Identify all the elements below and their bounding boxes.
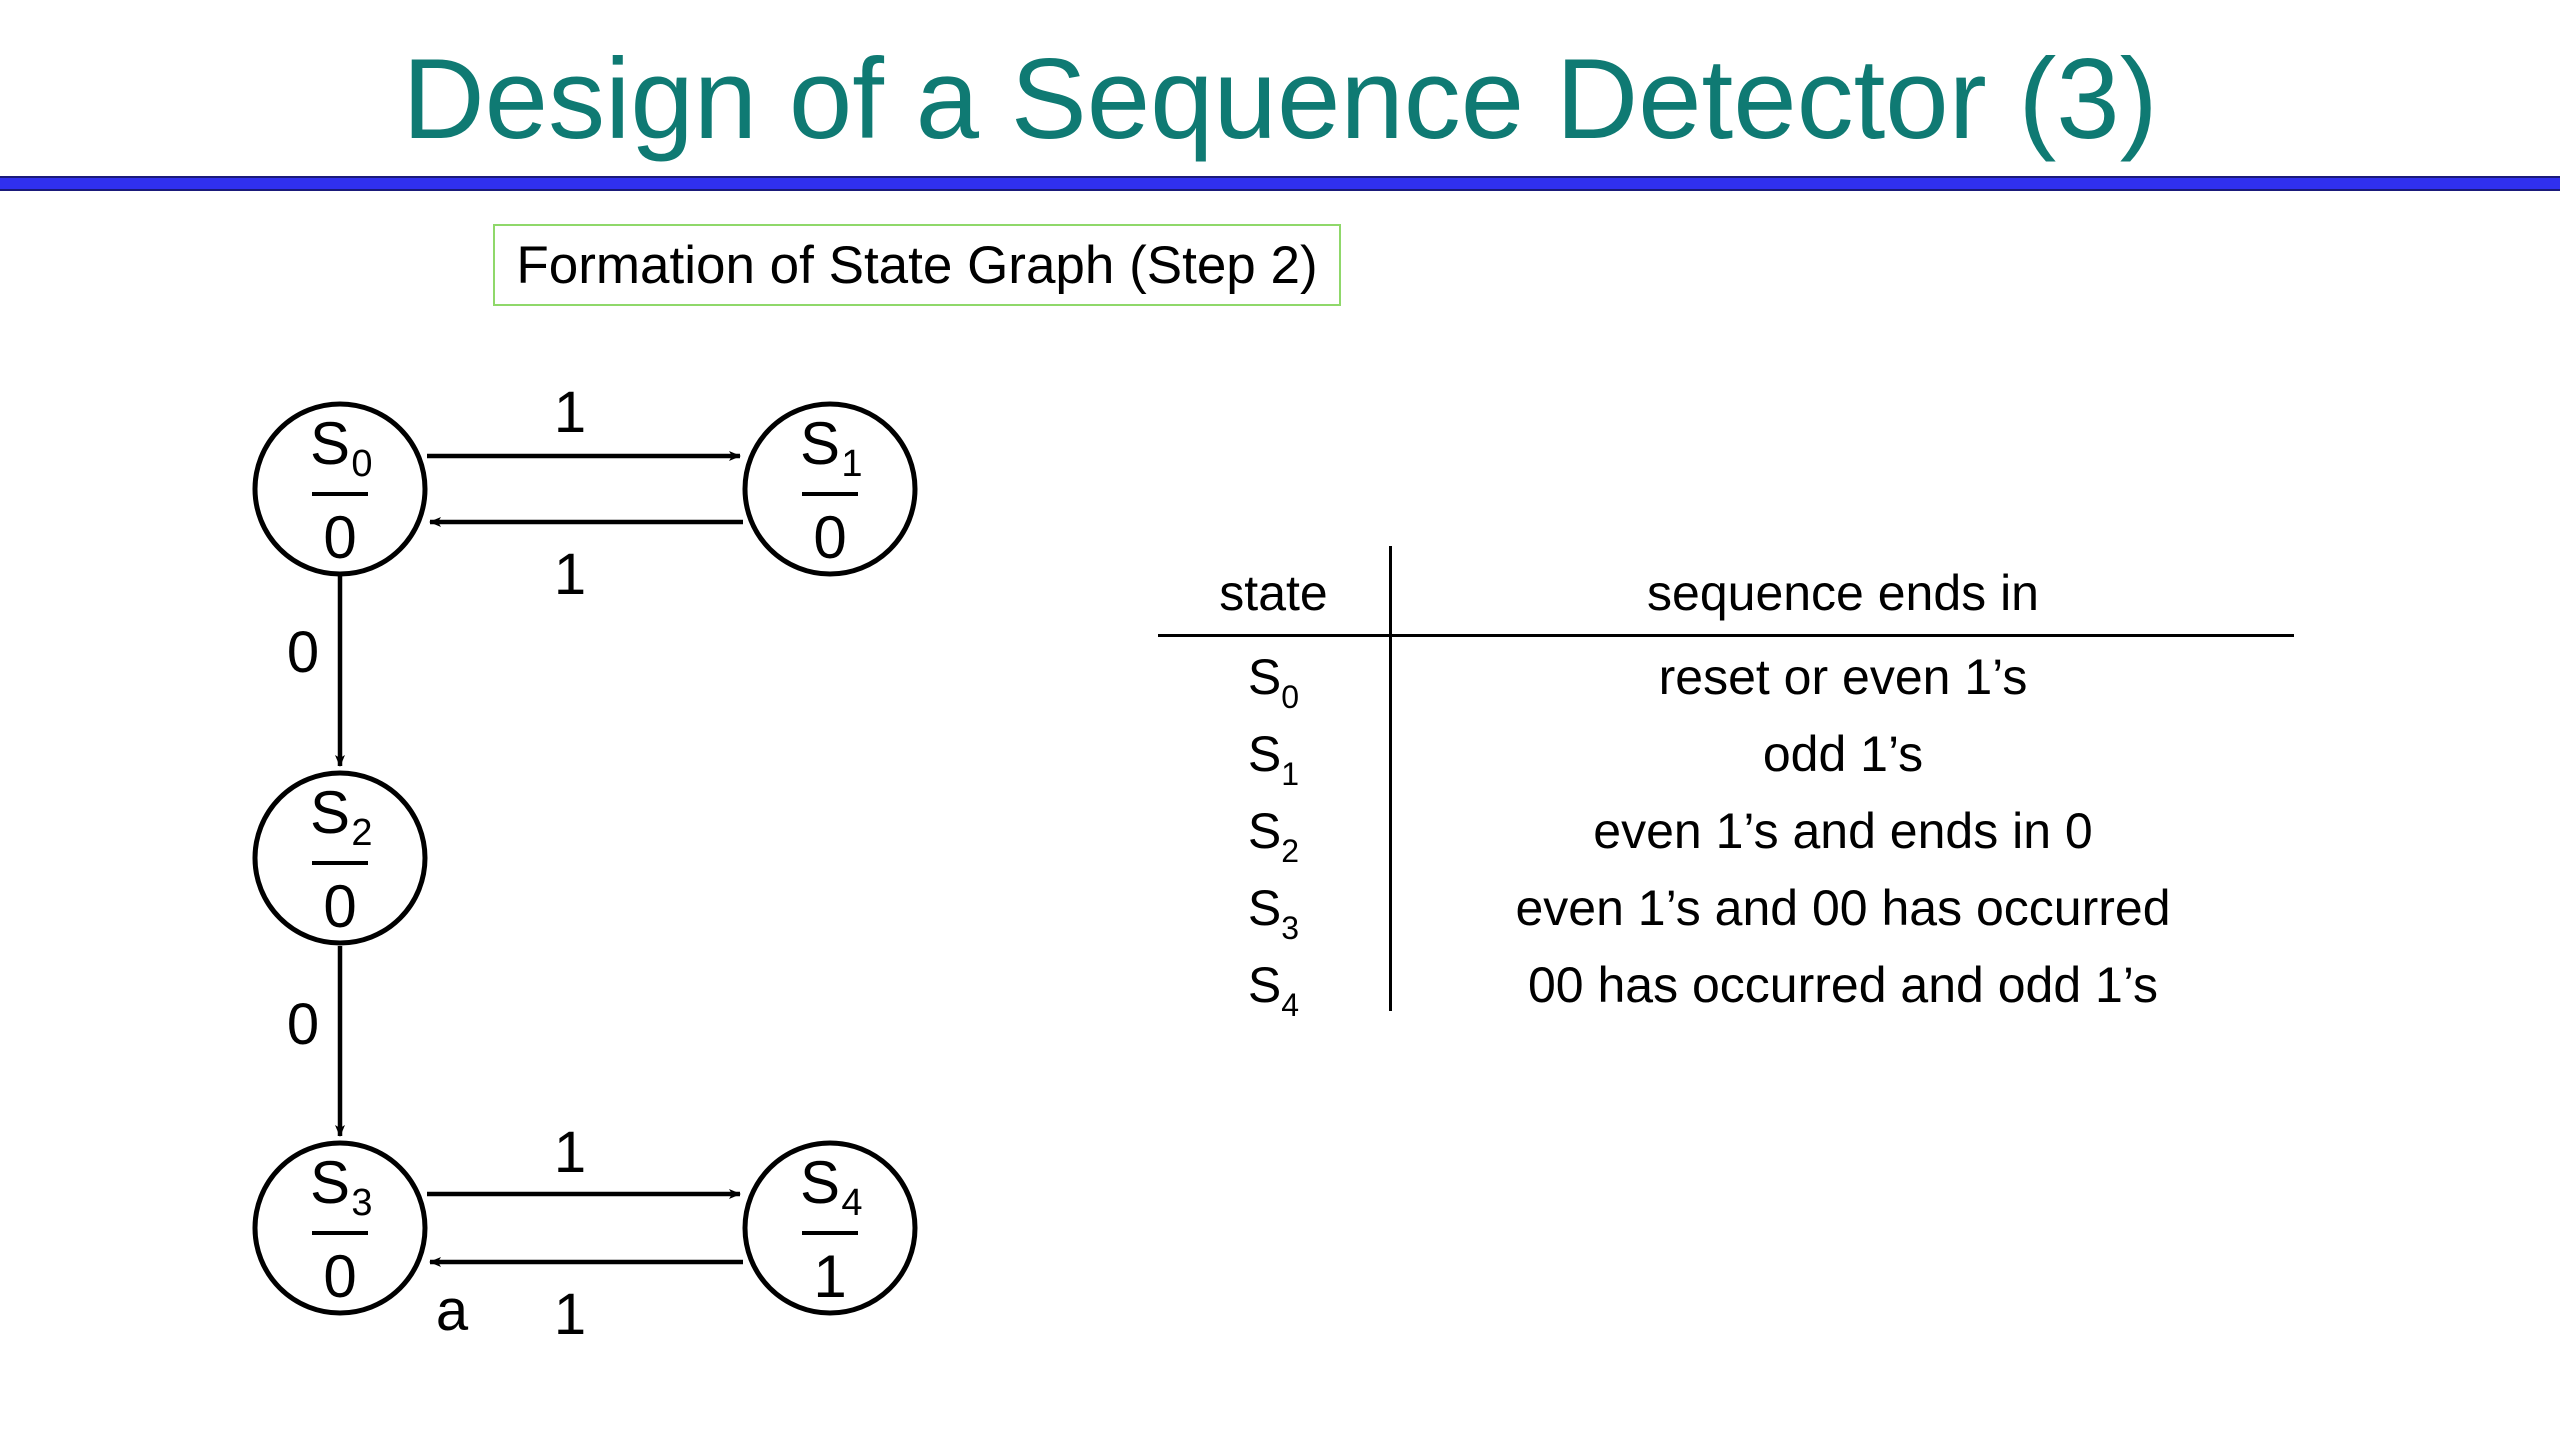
step-label: Formation of State Graph (Step 2) <box>516 235 1318 295</box>
state-subscript: 2 <box>351 812 372 854</box>
state-subscript: 1 <box>1281 756 1300 792</box>
state-subscript: 0 <box>1281 679 1300 715</box>
table-row: S3 even 1’s and 00 has occurred <box>1158 868 2294 946</box>
state-subscript: 4 <box>1281 987 1300 1023</box>
state-subscript: 4 <box>841 1182 862 1224</box>
table-row: S4 00 has occurred and odd 1’s <box>1158 945 2294 1023</box>
state-name: S <box>310 410 350 477</box>
description-cell: reset or even 1’s <box>1658 649 2028 705</box>
state-name: S <box>800 1149 840 1216</box>
table-row: S2 even 1’s and ends in 0 <box>1158 791 2294 869</box>
transition-label: 1 <box>554 380 586 445</box>
state-node-s2: S 2 0 <box>252 770 428 946</box>
state-subscript: 1 <box>841 443 862 485</box>
transition-label: 1 <box>554 1120 586 1185</box>
state-cell: S0 <box>1158 637 1392 715</box>
state-node-s0: S 0 0 <box>252 401 428 577</box>
state-subscript: 3 <box>351 1182 372 1224</box>
description-cell: even 1’s and ends in 0 <box>1593 803 2093 859</box>
transition-s1-s0: 1 <box>429 517 743 607</box>
transition-s3-s4: 1 <box>427 1120 741 1199</box>
description-cell: odd 1’s <box>1762 726 1924 782</box>
state-meaning-table: state sequence ends in S0 reset or even … <box>1158 546 2294 1023</box>
state-cell: S4 <box>1158 945 1392 1023</box>
description-cell: even 1’s and 00 has occurred <box>1515 880 2171 936</box>
state-cell: S3 <box>1158 868 1392 946</box>
state-name: S <box>310 779 350 846</box>
header-sequence: sequence ends in <box>1647 565 2039 621</box>
transition-label: 0 <box>287 620 319 685</box>
state-output: 1 <box>813 1243 846 1310</box>
header-state: state <box>1158 546 1392 634</box>
transition-label: 0 <box>287 992 319 1057</box>
transition-s2-s3: 0 <box>287 946 345 1137</box>
state-cell: S2 <box>1158 791 1392 869</box>
transition-s4-s3: 1 <box>429 1257 743 1347</box>
slide-title: Design of a Sequence Detector (3) <box>402 36 2158 163</box>
description-cell: 00 has occurred and odd 1’s <box>1527 957 2159 1013</box>
transition-s0-s2: 0 <box>287 576 345 767</box>
state-output: 0 <box>813 504 846 571</box>
state-name: S <box>310 1149 350 1216</box>
state-output: 0 <box>323 1243 356 1310</box>
state-output: 0 <box>323 873 356 940</box>
title-divider <box>0 176 2560 191</box>
state-subscript: 0 <box>351 443 372 485</box>
state-name: S <box>800 410 840 477</box>
table-row: S0 reset or even 1’s <box>1158 637 2294 715</box>
state-output: 0 <box>323 504 356 571</box>
transition-label: 1 <box>554 1282 586 1347</box>
state-subscript: 2 <box>1281 833 1300 869</box>
state-subscript: 3 <box>1281 910 1300 946</box>
state-cell: S1 <box>1158 714 1392 792</box>
table-header: state sequence ends in <box>1158 546 2294 637</box>
transition-label: 1 <box>554 542 586 607</box>
annotation-label: a <box>436 1278 469 1343</box>
transition-s0-s1: 1 <box>427 380 741 461</box>
state-node-s1: S 1 0 <box>742 401 918 577</box>
table-row: S1 odd 1’s <box>1158 714 2294 792</box>
state-node-s4: S 4 1 <box>742 1140 918 1316</box>
state-node-s3: S 3 0 <box>252 1140 428 1316</box>
step-label-box: Formation of State Graph (Step 2) <box>493 224 1341 306</box>
